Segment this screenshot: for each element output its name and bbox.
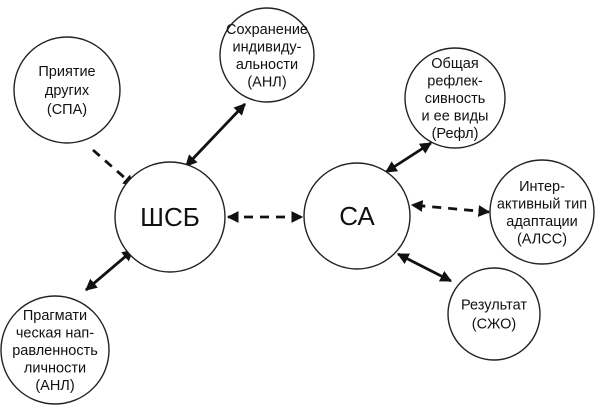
node-label-line: Сохранение [226,22,308,38]
node-circle [0,295,110,405]
node-label-line: ШСБ [140,202,200,232]
node-label-line: адаптации [506,214,578,230]
node-label-line: альности [236,57,298,73]
node-label-line: других [45,83,90,99]
node-circle [114,161,226,273]
node-label-line: личности [24,361,86,377]
node-label-line: индивиду- [232,39,301,55]
node-label-line: Прагмати [23,308,87,324]
node-label-line: Приятие [38,64,95,80]
node-label-line: равленность [12,343,98,359]
node-shsb: ШСБ [114,161,226,273]
node-label-line: СА [339,201,375,231]
node-label-line: (СЖО) [472,317,516,333]
connections-layer [85,103,491,292]
node-sa: СА [303,162,411,270]
node-label-line: Результат [461,298,527,314]
arrow-alss-to-sa [410,200,491,217]
arrow-anl-top-to-shsb [184,103,247,167]
node-label-line: (АНЛ) [247,74,286,90]
node-circle [447,267,541,361]
node-pragmatic: Прагмати ческая нап-равленность личности(А… [0,295,110,405]
node-sps: Приятие других (СПА) [13,36,121,144]
node-circle [303,162,411,270]
node-circle [219,7,315,103]
node-label-line: (АЛСС) [517,231,567,247]
arrow-refl-to-sa [385,141,432,174]
node-circle [489,159,595,265]
nodes-layer: Приятие других (СПА) Сохранениеиндивиду-аль… [0,7,595,405]
node-label-line: (Рефл) [432,126,479,142]
node-label-line: ческая нап- [16,326,94,342]
node-circle [13,36,121,144]
arrow-szho-to-sa [396,252,453,283]
node-label-line: Общая [431,56,478,72]
node-label-line: и ее виды [422,109,489,125]
node-label-line: активный тип [497,196,587,212]
node-label-line: (АНЛ) [35,378,74,394]
node-szho: Результат (СЖО) [447,267,541,361]
arrow-pragmatic-to-shsb [85,248,134,292]
node-alss: Интер-активный тип адаптации(АЛСС) [489,159,595,265]
node-label-line: Интер- [519,179,565,195]
node-refl: Общая рефлек-сивность и ее виды(Рефл) [404,47,506,149]
node-label-line: сивность [425,91,486,107]
node-circle [404,47,506,149]
node-label-line: (СПА) [47,102,87,118]
node-label-line: рефлек- [427,74,483,90]
